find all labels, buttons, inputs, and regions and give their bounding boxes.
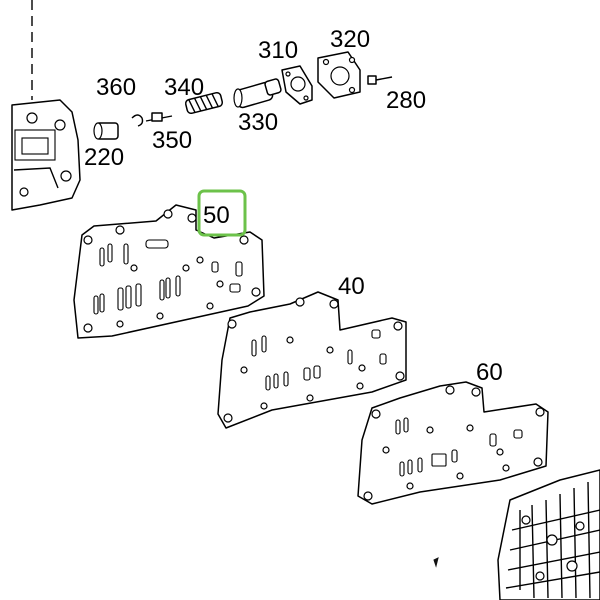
- callout-340: 340: [164, 74, 204, 101]
- highlight-box: [197, 189, 247, 237]
- part-50-plate: [73, 204, 265, 339]
- callout-280: 280: [386, 87, 426, 114]
- callout-320: 320: [330, 26, 370, 53]
- callout-60: 60: [476, 359, 503, 386]
- housing-fragment-top-left: [11, 99, 81, 211]
- part-350-pin: [145, 112, 173, 122]
- part-310-gasket: [281, 65, 313, 105]
- part-320-cover: [317, 51, 361, 99]
- ink-mark: [433, 557, 439, 568]
- part-360-clip: [131, 114, 144, 127]
- part-330-piston: [233, 78, 282, 109]
- part-280-screw: [367, 75, 393, 85]
- part-220-sleeve: [93, 122, 119, 140]
- callout-360: 360: [96, 74, 136, 101]
- part-60-plate: [357, 381, 549, 505]
- callout-220: 220: [84, 144, 124, 171]
- callout-40: 40: [338, 273, 365, 300]
- part-40-plate: [217, 291, 407, 429]
- part-340-spring: [184, 91, 224, 115]
- callout-330: 330: [238, 109, 278, 136]
- valve-body-fragment-bottom-right: [497, 469, 600, 600]
- callout-310: 310: [258, 37, 298, 64]
- callout-50: 50: [203, 202, 230, 229]
- callout-350: 350: [152, 127, 192, 154]
